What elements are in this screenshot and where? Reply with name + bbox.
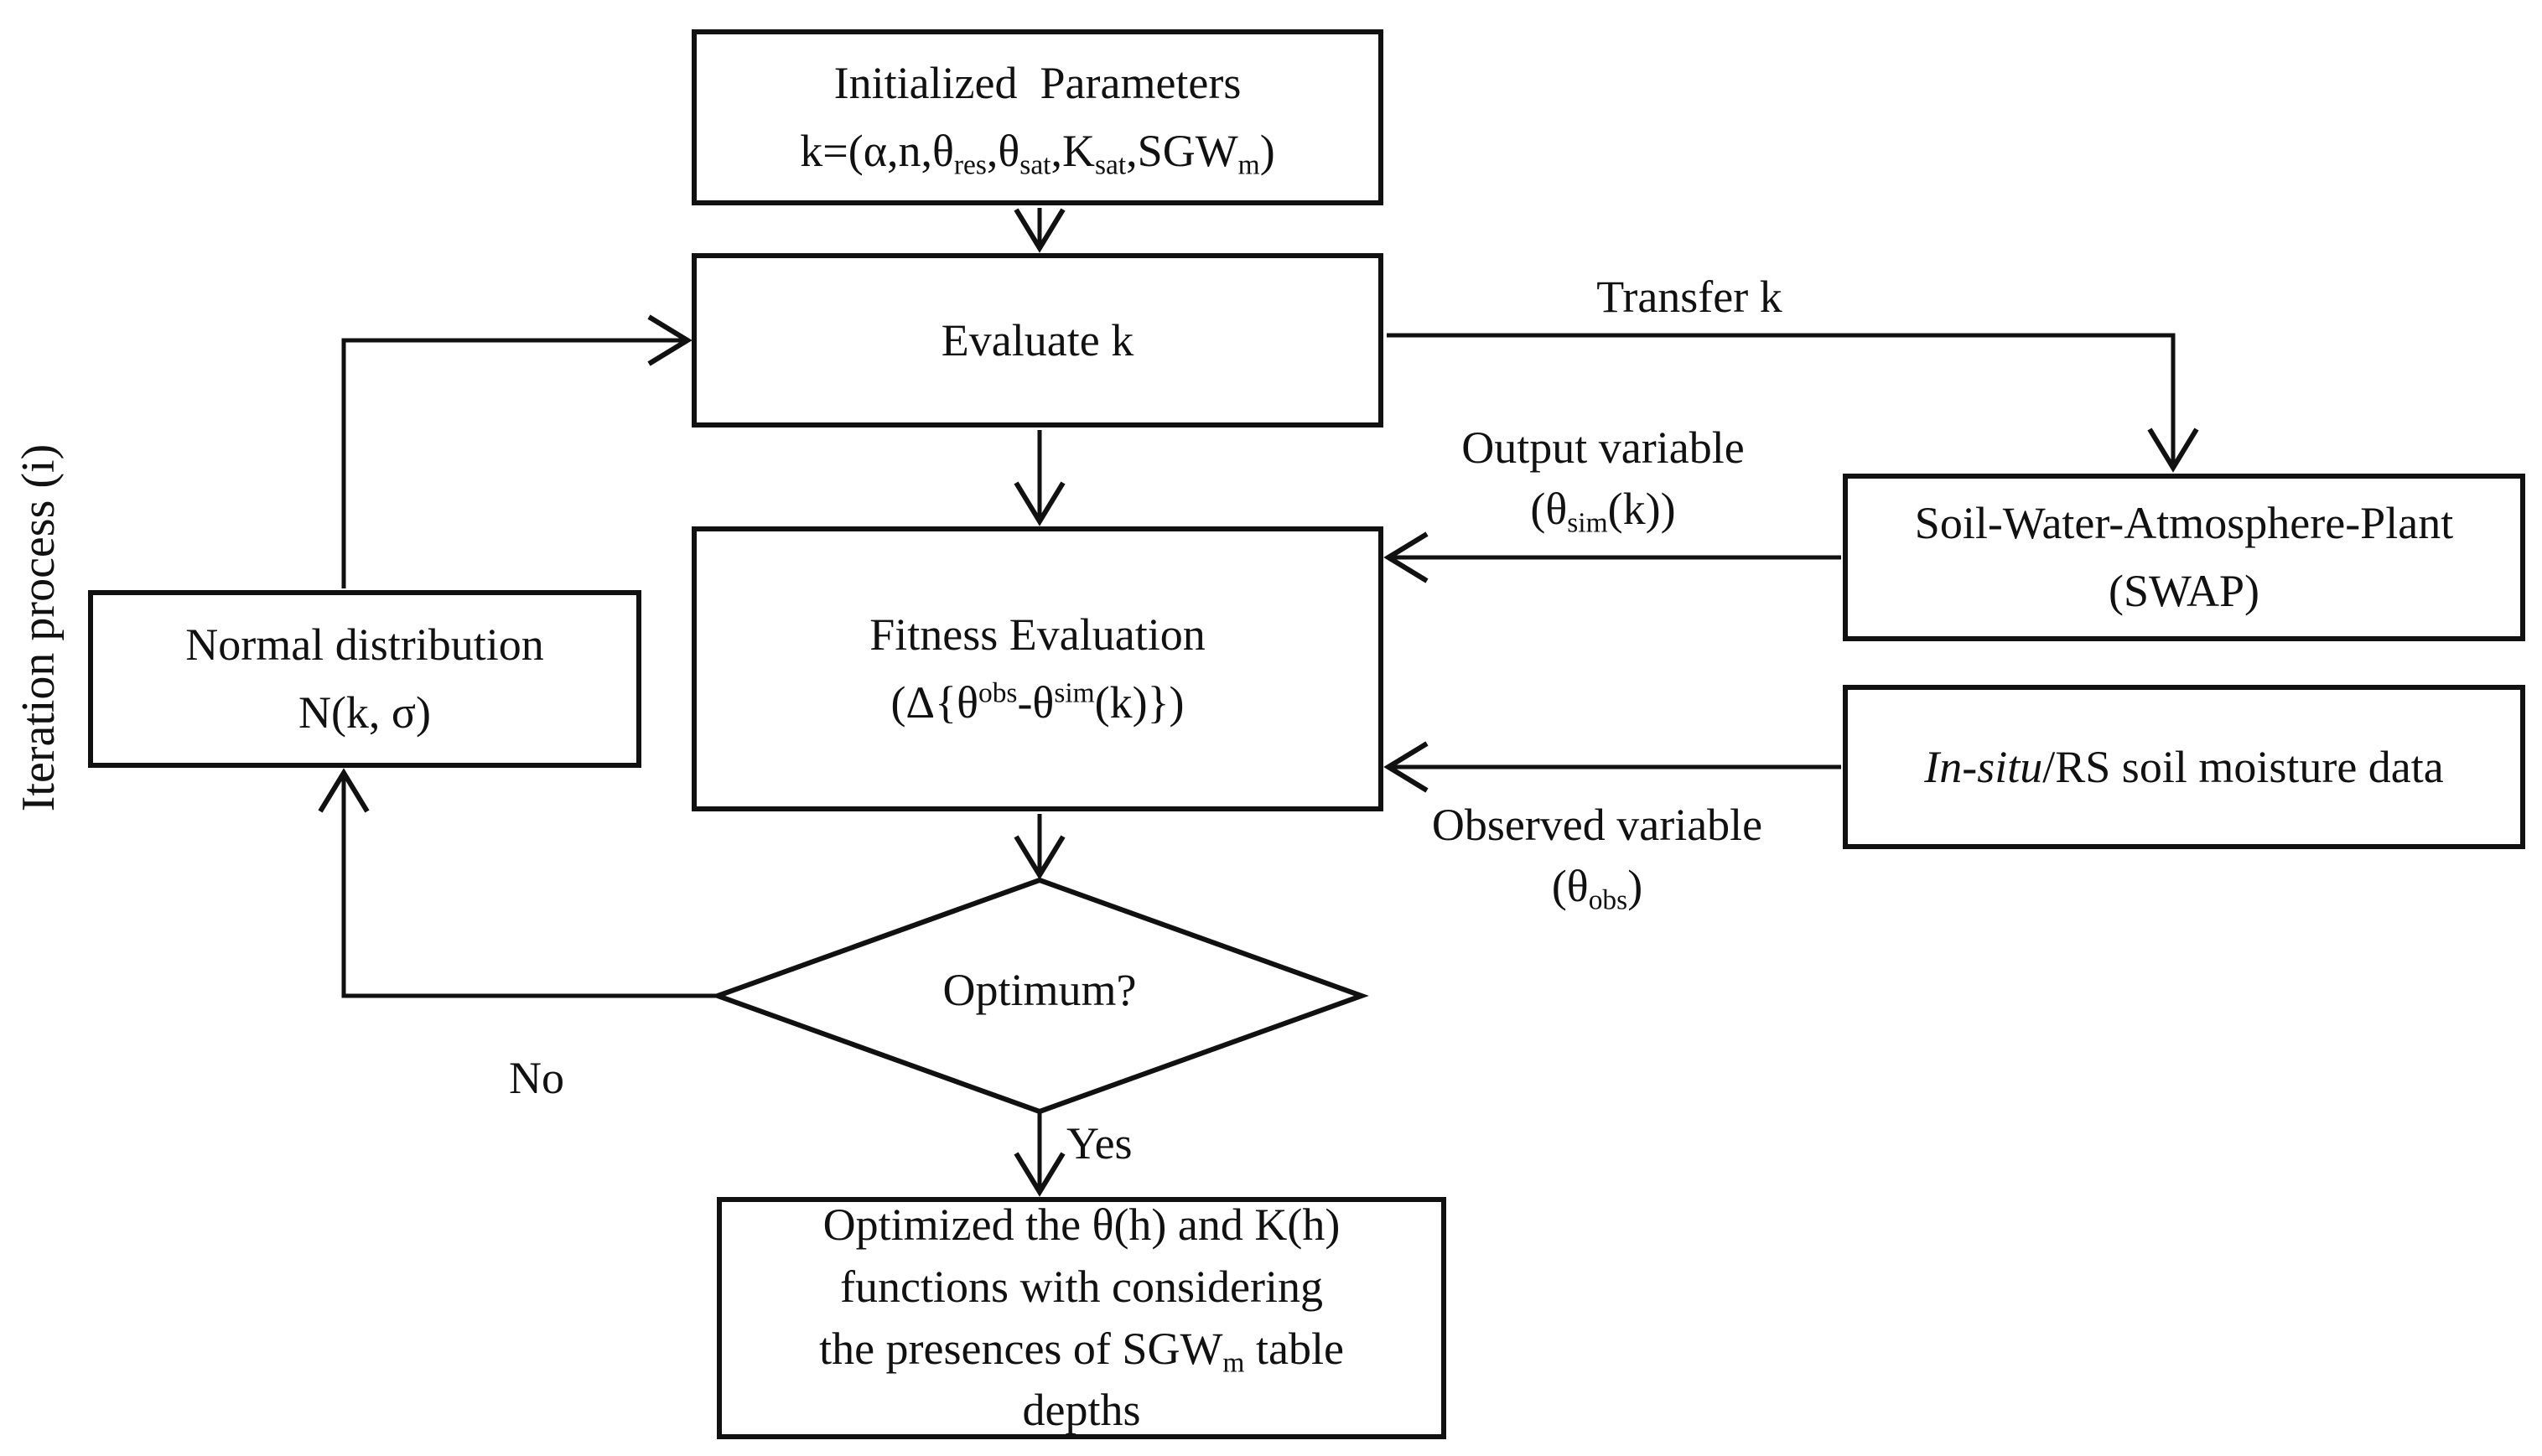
node-text-line: (SWAP) bbox=[2108, 566, 2259, 616]
node-evaluate-k: Evaluate k bbox=[692, 253, 1383, 427]
node-fitness-evaluation: Fitness Evaluation (Δ{θobs-θsim(k)}) bbox=[692, 526, 1383, 811]
arrow-decision-no-to-normal bbox=[318, 768, 719, 998]
edge-label-observed-variable: Observed variable (θobs) bbox=[1379, 795, 1815, 918]
node-text-line: N(k, σ) bbox=[298, 687, 432, 738]
edge-label-yes: Yes bbox=[1066, 1118, 1133, 1168]
node-insitu-rs-soil-moisture-data: In-situ/RS soil moisture data bbox=[1843, 685, 2525, 849]
edge-label-line: Output variable bbox=[1461, 422, 1745, 473]
node-initialized-parameters: Initialized Parameters k=(α,n,θres,θsat,… bbox=[692, 29, 1383, 205]
node-text-line: k=(α,n,θres,θsat,Ksat,SGWm) bbox=[800, 126, 1275, 181]
edge-label-transfer-k: Transfer k bbox=[1596, 272, 1782, 322]
node-text-line: In-situ/RS soil moisture data bbox=[1924, 741, 2444, 792]
edge-label-output-variable: Output variable (θsim(k)) bbox=[1385, 417, 1821, 541]
node-text-line: Normal distribution bbox=[185, 619, 544, 670]
iteration-process-side-label: Iteration process (i) bbox=[13, 443, 65, 812]
arrow-normal-loop-to-evaluate bbox=[341, 314, 693, 588]
node-swap-model: Soil-Water-Atmosphere-Plant (SWAP) bbox=[1843, 474, 2525, 641]
node-text-line: depths bbox=[1022, 1385, 1141, 1436]
node-text-line: Initialized Parameters bbox=[833, 58, 1242, 108]
node-text-line: the presences of SGWm table bbox=[819, 1323, 1344, 1378]
edge-label-line: (θobs) bbox=[1551, 861, 1643, 916]
node-normal-distribution: Normal distribution N(k, σ) bbox=[88, 590, 641, 768]
node-text-line: Evaluate k bbox=[941, 314, 1134, 365]
node-text-line: (Δ{θobs-θsim(k)}) bbox=[890, 677, 1185, 728]
node-text-line: Soil-Water-Atmosphere-Plant bbox=[1914, 498, 2454, 548]
node-text-line: functions with considering bbox=[840, 1261, 1323, 1312]
node-text-line: Fitness Evaluation bbox=[869, 609, 1206, 660]
edge-label-line: (θsim(k)) bbox=[1530, 484, 1676, 539]
node-text-line: Optimized the θ(h) and K(h) bbox=[822, 1199, 1341, 1250]
edge-label-no: No bbox=[509, 1053, 564, 1103]
node-optimized-functions: Optimized the θ(h) and K(h) functions wi… bbox=[717, 1197, 1446, 1439]
edge-label-line: Observed variable bbox=[1431, 800, 1763, 850]
arrow-transfer-k-to-swap bbox=[1387, 333, 2199, 473]
decision-label-optimum: Optimum? bbox=[942, 965, 1137, 1015]
